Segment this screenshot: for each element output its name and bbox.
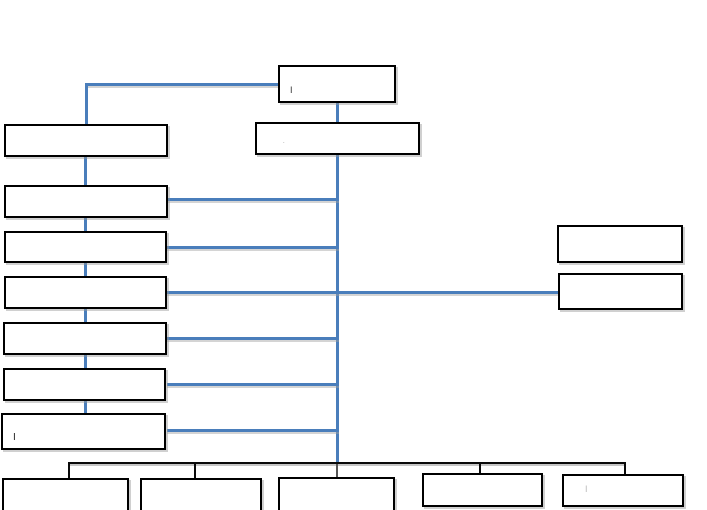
connector-rung-row6 xyxy=(167,383,339,386)
connector-rung-row2 xyxy=(167,198,339,201)
connector-bottom-drop-4 xyxy=(479,462,481,473)
connector-center-spine-upper xyxy=(336,103,339,122)
connector-rung-row4-to-right xyxy=(167,291,558,294)
connector-left-chain-4 xyxy=(84,309,87,322)
connector-rung-row3 xyxy=(167,246,339,249)
connector-center-spine xyxy=(336,155,339,464)
node-center[interactable]: . xyxy=(255,122,420,155)
node-left-2[interactable] xyxy=(4,185,168,218)
node-center-label: . xyxy=(283,139,285,145)
node-left-4[interactable] xyxy=(4,276,167,309)
node-bottom-4[interactable] xyxy=(422,473,543,507)
node-top[interactable]: I xyxy=(278,65,396,103)
connector-bottom-drop-3 xyxy=(336,464,338,477)
connector-left-chain-2 xyxy=(84,218,87,231)
connector-rung-row7 xyxy=(167,429,339,432)
connector-bottom-rail xyxy=(68,462,626,464)
node-top-label: I xyxy=(290,85,293,95)
connector-bottom-drop-2 xyxy=(194,462,196,478)
node-left-5[interactable] xyxy=(3,322,167,355)
node-left-3[interactable] xyxy=(4,231,167,263)
connector-bottom-drop-5 xyxy=(624,462,626,474)
node-left-6[interactable] xyxy=(3,368,166,401)
connector-left-chain-1 xyxy=(84,157,87,185)
node-bottom-2[interactable] xyxy=(140,478,262,510)
node-left-7-label: I xyxy=(13,432,16,443)
connector-bottom-drop-1 xyxy=(68,462,70,478)
node-right-1[interactable] xyxy=(557,225,683,263)
node-bottom-5-label: I xyxy=(585,484,588,494)
connector-left-chain-3 xyxy=(84,263,87,276)
connector-rung-row5 xyxy=(167,337,339,340)
node-left-1[interactable] xyxy=(4,124,168,157)
node-bottom-5[interactable]: I xyxy=(562,474,684,507)
node-bottom-1[interactable] xyxy=(2,478,129,510)
connector-left-chain-6 xyxy=(84,401,87,413)
connector-top-elbow-vertical xyxy=(85,83,88,124)
node-right-2[interactable] xyxy=(558,273,683,310)
connector-top-elbow-horizontal xyxy=(85,83,280,86)
connector-left-chain-5 xyxy=(84,355,87,368)
node-left-7[interactable]: I xyxy=(1,413,166,450)
node-bottom-3[interactable] xyxy=(278,477,395,510)
